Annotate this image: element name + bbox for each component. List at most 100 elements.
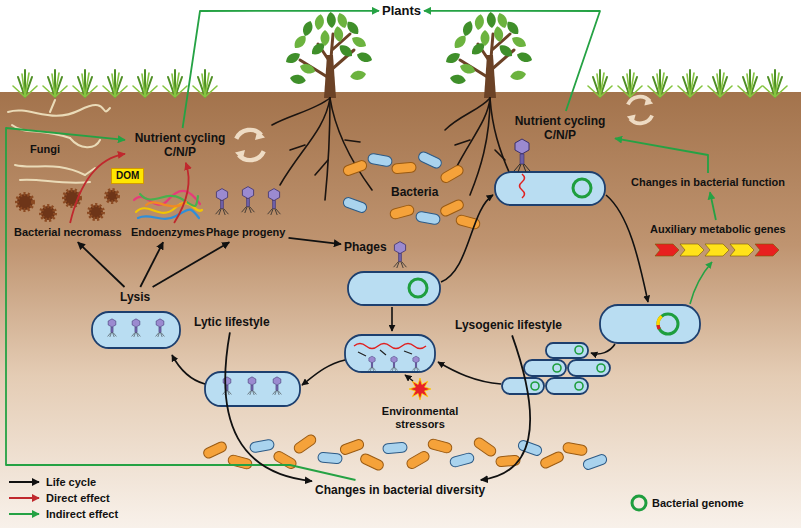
bacterial-necromass [89,205,103,219]
endoenzymes [138,210,199,219]
lysing-cell [108,319,117,337]
label-text: DOM [116,170,139,182]
replicating-cell [390,356,397,371]
root [445,98,490,130]
legend-text: Bacterial genome [652,496,744,510]
lysogen-pile [553,364,561,372]
infected-cell [573,179,591,197]
label-text: Phages [344,240,387,254]
label-text: Bacterial necromass [14,226,122,239]
soil-bacteria [392,162,417,174]
legend-arrow [9,513,39,515]
grass [708,70,732,97]
infected-cell [495,172,605,205]
label-text: Changes in bacterial diversity [315,483,485,497]
fungi-label: Fungi [30,143,60,156]
phage-progeny [268,189,281,215]
infected-cell [495,139,605,205]
auxiliary-gene-arrows [680,244,704,256]
legend-text: Life cycle [46,475,96,489]
label-text: Lytic lifestyle [194,315,270,329]
label-text: Phage progeny [206,226,285,239]
stressor-burst [405,375,413,381]
necromass-label: Bacterial necromass [14,226,122,239]
lysogen-pile [531,382,539,390]
effect-connector [183,11,379,128]
diverse-bacteria [272,450,298,471]
life-cycle-arrow [302,360,345,385]
diverse-bacteria [562,442,587,456]
lytic-cell [205,372,300,406]
lytic-cell [248,377,257,395]
stressor-burst [405,375,431,400]
lysing-cell [92,312,180,348]
soil-bacteria [439,164,465,185]
label-text: Lysogenic lifestyle [455,318,562,332]
label-text: Nutrient cycling C/N/P [128,131,232,160]
lysogen-pile [546,378,588,394]
auxiliary-gene-arrows [730,244,754,256]
effect-connector [424,11,600,111]
effect-connector [710,192,716,220]
endoenzymes [146,202,186,206]
effect-connector [140,242,163,287]
auxiliary-gene-arrows [705,244,729,256]
lysogen-pile [524,360,566,376]
diverse-bacteria [496,455,521,467]
root [470,98,490,195]
effect-connector [153,242,230,287]
soil-bacteria [417,150,443,169]
diverse-bacteria [427,438,453,454]
root [325,98,330,200]
replicating-cell [354,344,426,349]
amg-label: Auxiliary metabolic genes [650,223,786,236]
grass [678,70,702,97]
stressor-label: Environmental stressors [374,405,466,431]
lysogen-pile [502,378,544,394]
fungi-hyphae [50,100,95,175]
soil-bacteria [367,153,392,167]
life-cycle-arrow [438,362,501,384]
legend-text: Direct effect [46,491,110,505]
grass [618,70,642,97]
nutrient-cycle-icon [235,97,653,160]
phage-progeny-label: Phage progeny [206,226,285,239]
soil-bacteria [342,159,368,177]
life-cycle-arrow [606,195,648,302]
diverse-bacteria [249,439,274,453]
replicating-cell [345,335,435,372]
life-cycle-arrow [591,344,615,354]
legend-sample [8,472,42,492]
grass [133,70,157,97]
diversity-label: Changes in bacterial diversity [315,483,485,497]
lysing-cell [92,312,180,348]
host-cell [348,272,440,305]
root [455,140,505,160]
prophage-cell [600,305,700,343]
effect-connector [615,138,708,173]
root [272,98,330,125]
bacteria-label: Bacteria [391,185,438,199]
effect-connector [78,242,125,287]
genome-symbol [632,496,646,510]
diverse-bacteria [405,450,431,471]
effect-connector [289,238,342,244]
diverse-bacteria [383,442,408,454]
diverse-bacteria [318,452,343,464]
prophage-cell [658,314,678,334]
lytic-cell [223,377,232,395]
infected-cell [514,139,530,172]
label-text: Nutrient cycling C/N/P [508,114,612,143]
plants-label: Plants [382,3,421,19]
label-text: Bacteria [391,185,438,199]
effect-connector [70,154,125,223]
diverse-bacteria [449,452,475,468]
label-text: Endoenzymes [131,226,205,239]
soil-bacteria [342,196,368,214]
soil-bacteria [415,211,440,225]
phage-progeny [242,187,255,213]
label-text: Plants [382,3,421,19]
grass [43,70,67,97]
label-text: Environmental stressors [374,405,466,431]
